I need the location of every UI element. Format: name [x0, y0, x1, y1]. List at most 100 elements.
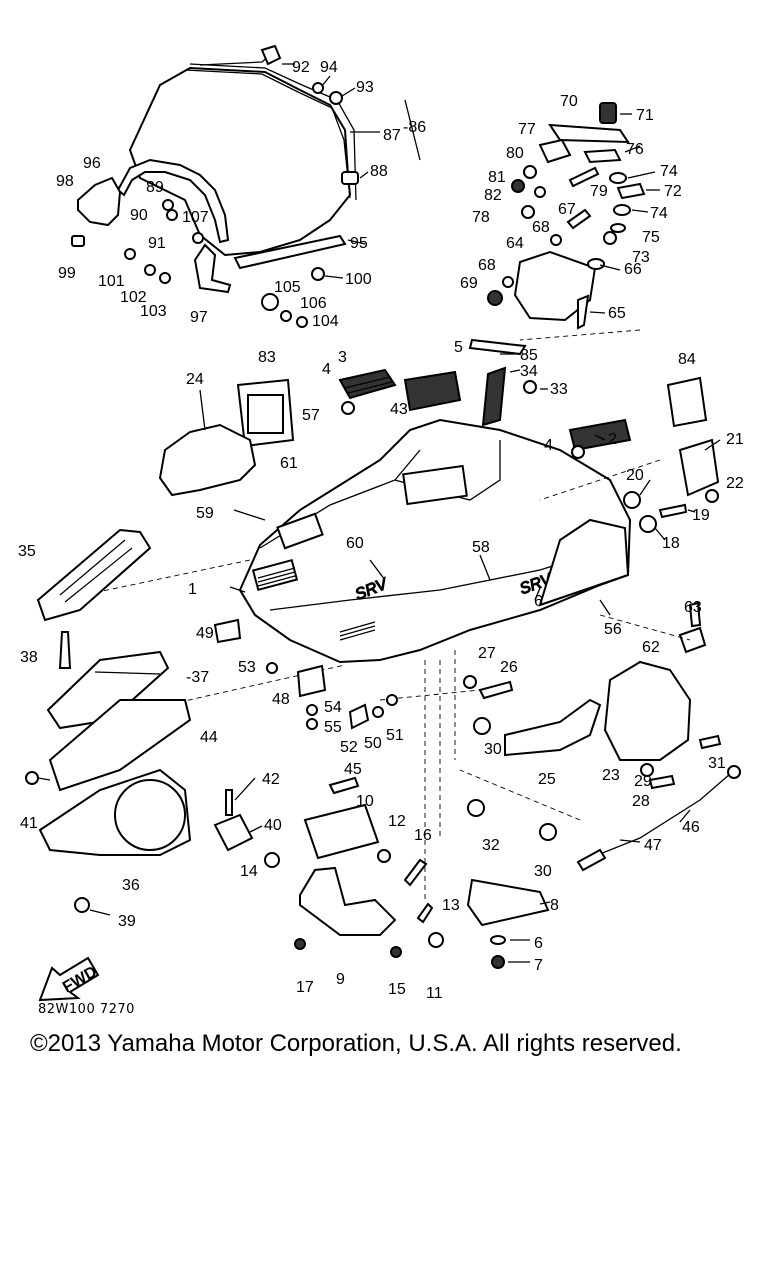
- callout-45: 45: [344, 761, 362, 778]
- callout-58: 58: [472, 539, 490, 556]
- callout-8: 8: [550, 897, 559, 914]
- callout-69: 69: [460, 275, 478, 292]
- callout-68b: 68: [478, 257, 496, 274]
- callout-47: 47: [644, 837, 662, 854]
- callout-77: 77: [518, 121, 536, 138]
- part-94: [312, 82, 324, 94]
- callout-4b: 4: [544, 437, 553, 454]
- part-7: [491, 955, 505, 969]
- callout-9: 9: [336, 971, 345, 988]
- part-40: [213, 813, 254, 852]
- part-6b: [490, 935, 506, 945]
- callout-103: 103: [140, 303, 167, 320]
- callout-7: 7: [534, 957, 543, 974]
- decal-84: [666, 376, 708, 428]
- part-35: [36, 528, 152, 622]
- bracket-98: [77, 176, 122, 227]
- callout-15: 15: [388, 981, 406, 998]
- callout-78: 78: [472, 209, 490, 226]
- part-80: [523, 165, 537, 179]
- part-89: [162, 199, 174, 211]
- callout-94: 94: [320, 59, 338, 76]
- part-28-screw: [648, 774, 676, 790]
- callout-84: 84: [678, 351, 696, 368]
- hood-grille-1: [251, 558, 299, 592]
- callout-74b: 74: [650, 205, 668, 222]
- part-16-screw: [403, 858, 428, 887]
- windshield-trim-left: [116, 158, 230, 244]
- callout-31: 31: [708, 755, 726, 772]
- callout-54: 54: [324, 699, 342, 716]
- part-22: [705, 489, 719, 503]
- callout-13: 13: [442, 897, 460, 914]
- part-104: [296, 316, 308, 328]
- callout-101: 101: [98, 273, 125, 290]
- part-47: [576, 848, 607, 872]
- callout-6b: 6: [534, 935, 543, 952]
- part-48: [296, 664, 327, 698]
- callout-28: 28: [632, 793, 650, 810]
- callout-91: 91: [148, 235, 166, 252]
- callout-95: 95: [350, 235, 368, 252]
- callout-21: 21: [726, 431, 744, 448]
- callout-4a: 4: [322, 361, 331, 378]
- callout-30a: 30: [484, 741, 502, 758]
- part-71: [599, 102, 617, 124]
- part-78: [521, 205, 535, 219]
- callout-56: 56: [604, 621, 622, 638]
- part-76: [583, 148, 622, 164]
- part-42-pin: [225, 789, 233, 816]
- part-4a: [341, 401, 355, 415]
- callout-39: 39: [118, 913, 136, 930]
- callout-27: 27: [478, 645, 496, 662]
- callout-19: 19: [692, 507, 710, 524]
- callout-37: -37: [186, 669, 209, 686]
- part-45: [328, 776, 360, 795]
- callout-26: 26: [500, 659, 518, 676]
- part-82: [534, 186, 546, 198]
- callout-49: 49: [196, 625, 214, 642]
- callout-23: 23: [602, 767, 620, 784]
- callout-16: 16: [414, 827, 432, 844]
- part-37: [46, 650, 170, 730]
- part-52: [348, 703, 370, 730]
- callout-87: 87: [383, 127, 401, 144]
- part-74a: [609, 172, 627, 184]
- callout-100: 100: [345, 271, 372, 288]
- callout-38: 38: [20, 649, 38, 666]
- part-14: [264, 852, 280, 868]
- callout-layer: 92 94 93 87 -86 88 96 98 89 90 107 91 95…: [18, 59, 744, 1002]
- part-30a: [473, 717, 491, 735]
- part-4b: [571, 445, 585, 459]
- part-27: [463, 675, 477, 689]
- part-21: [678, 438, 720, 497]
- drawing-code: 82W100 7270: [38, 1002, 135, 1017]
- part-54: [306, 704, 318, 716]
- callout-92: 92: [292, 59, 310, 76]
- callout-51: 51: [386, 727, 404, 744]
- part-70-plate: [548, 123, 630, 144]
- part-29: [640, 763, 654, 777]
- part-66: [587, 258, 605, 270]
- callout-34: 34: [520, 363, 538, 380]
- callout-66: 66: [624, 261, 642, 278]
- part-36-ring: [114, 779, 186, 851]
- callout-1: 1: [188, 581, 197, 598]
- callout-83: 83: [258, 349, 276, 366]
- callout-62: 62: [642, 639, 660, 656]
- part-15: [390, 946, 402, 958]
- part-103: [159, 272, 171, 284]
- hood-stripe-56: [538, 518, 630, 607]
- callout-64: 64: [506, 235, 524, 252]
- part-9-bracket: [299, 866, 397, 936]
- part-38-pin: [58, 631, 72, 669]
- part-102: [144, 264, 156, 276]
- callout-60: 60: [346, 535, 364, 552]
- part-10: [303, 803, 380, 860]
- part-100: [311, 267, 325, 281]
- callout-25: 25: [538, 771, 556, 788]
- bracket-97: [193, 243, 232, 294]
- part-69: [487, 290, 503, 306]
- part-39: [74, 897, 90, 913]
- windshield-lower-trim: [233, 234, 347, 270]
